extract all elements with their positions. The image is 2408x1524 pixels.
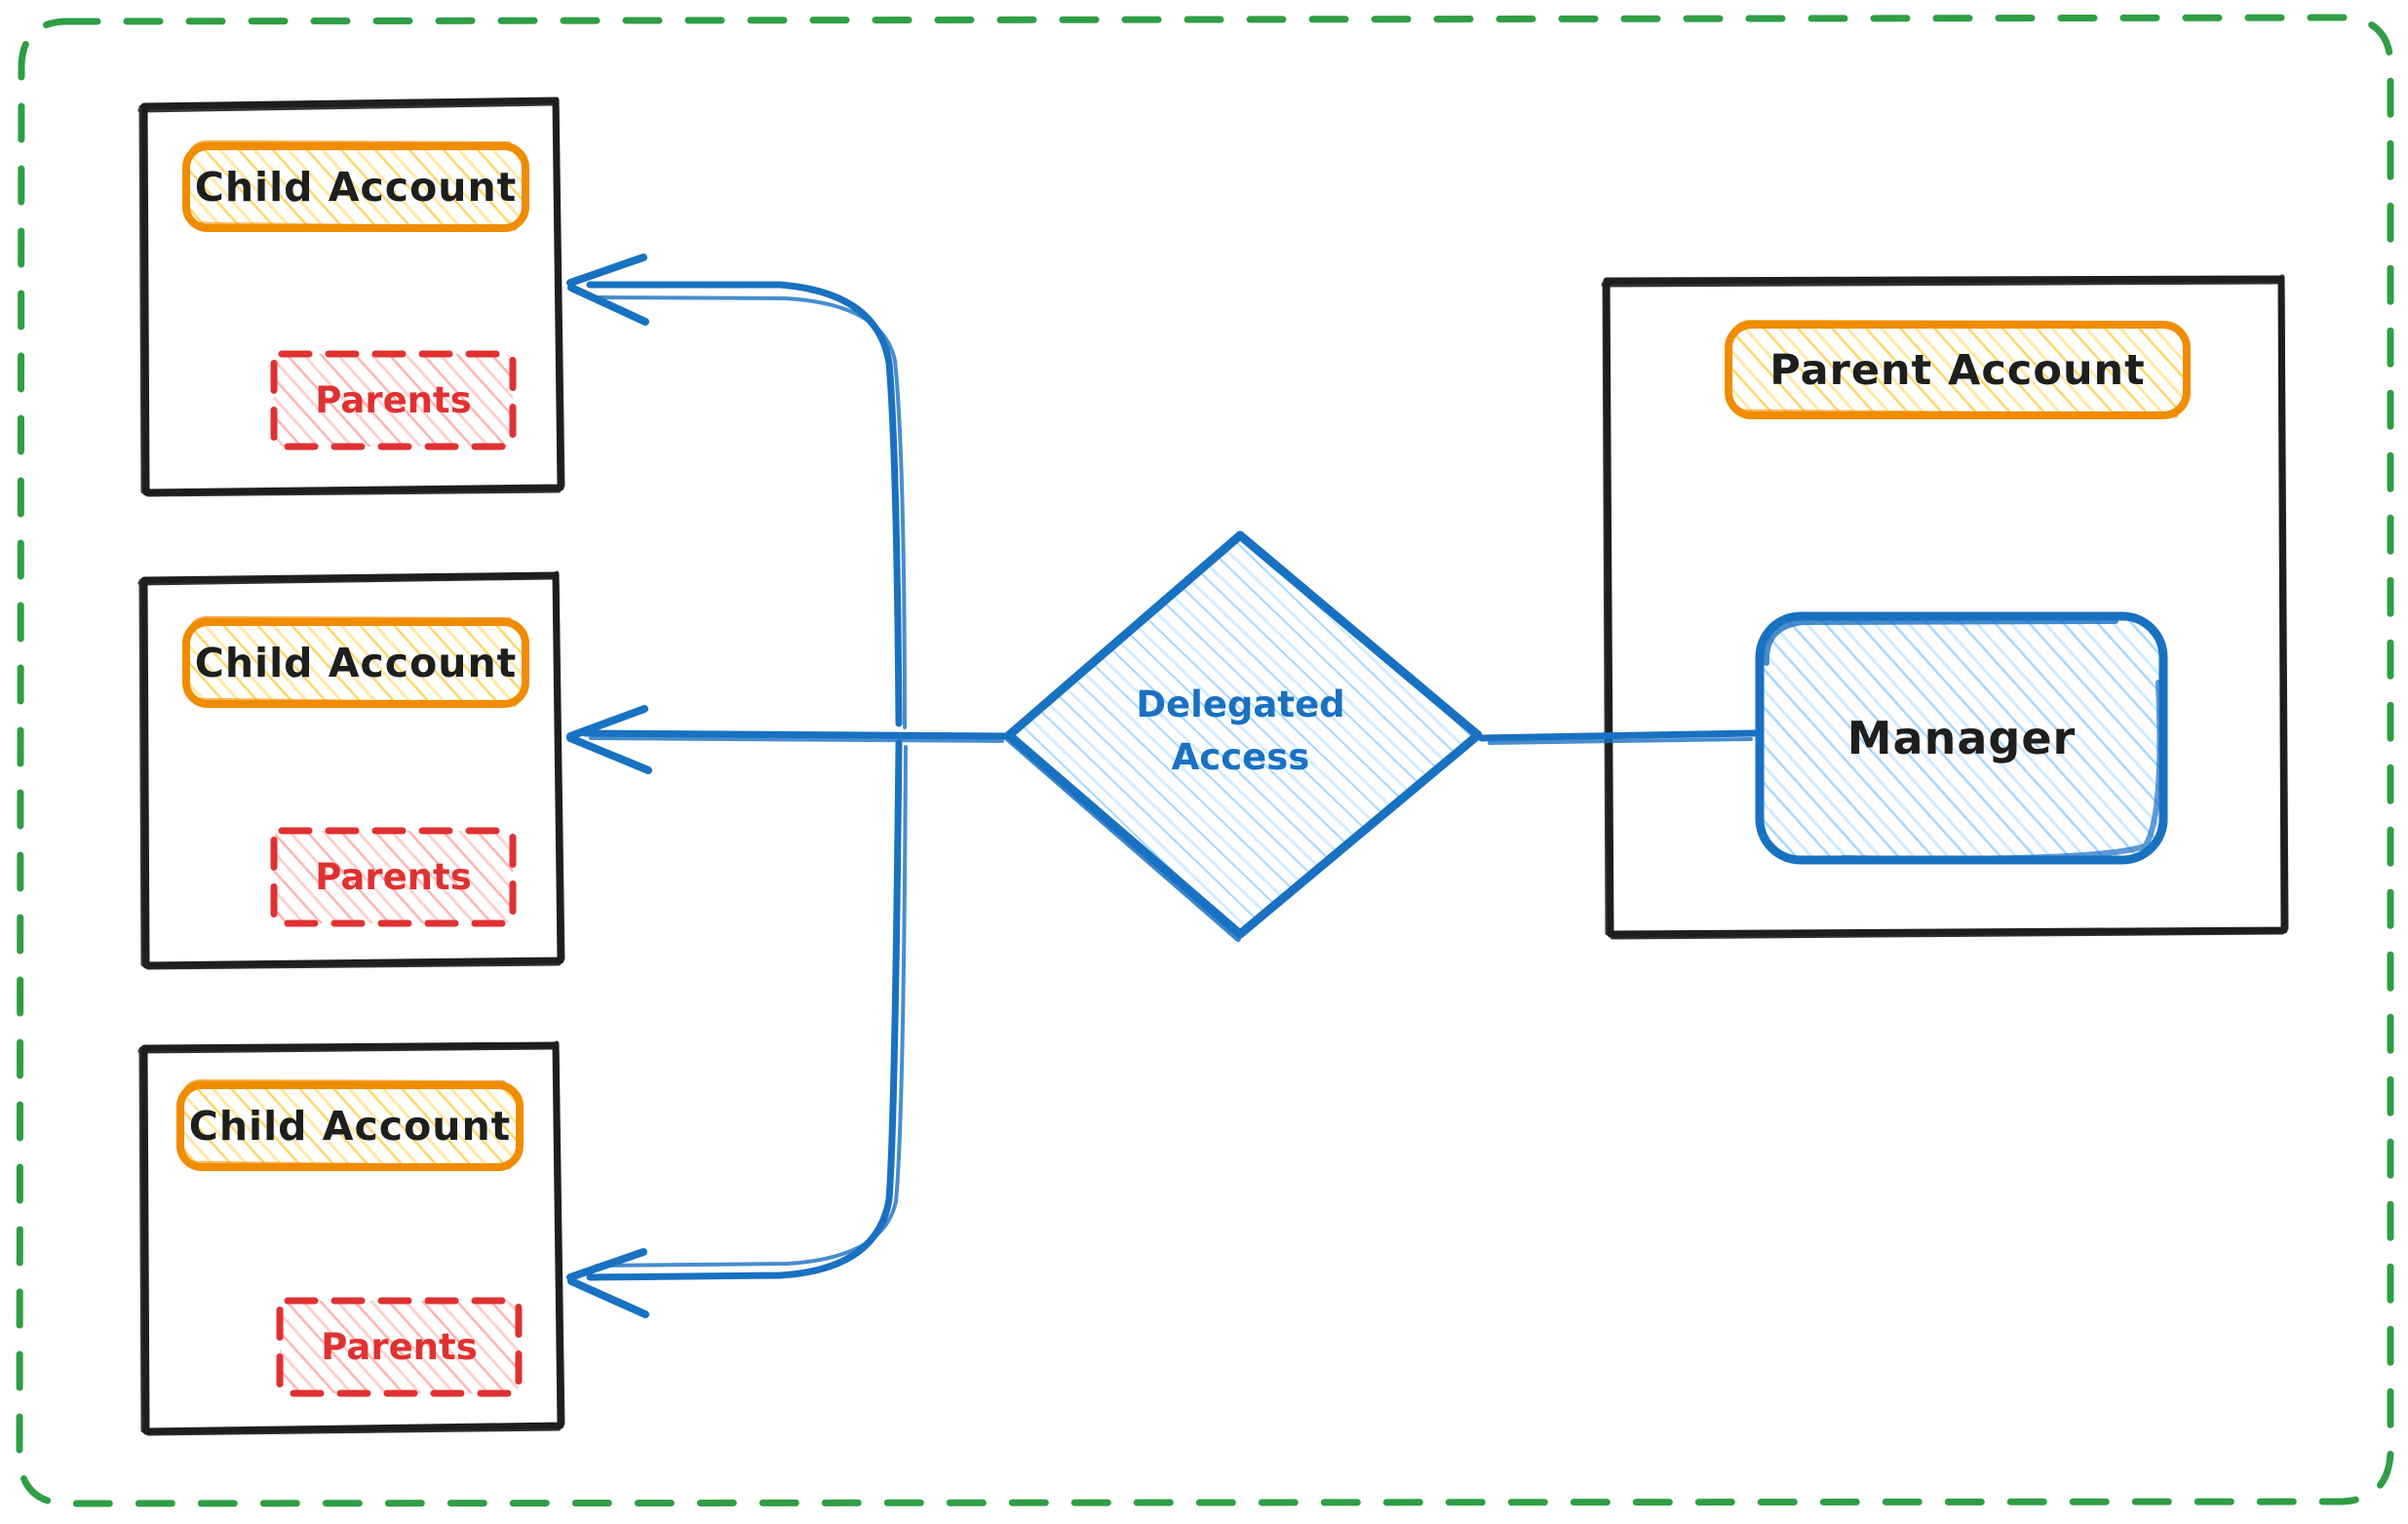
connector-diamond-to-child-2 (566, 705, 1010, 774)
child-account-box-3[interactable] (176, 1078, 524, 1171)
connector-diamond-to-child-3 (566, 739, 908, 1318)
manager-box[interactable] (1755, 611, 2168, 865)
parents-box-3[interactable] (276, 1297, 523, 1397)
connector-manager-to-diamond (1478, 729, 1759, 745)
child-account-box-1[interactable] (182, 139, 529, 232)
child-account-box-2[interactable] (182, 615, 529, 708)
delegated-access-diamond[interactable] (1004, 530, 1484, 942)
outer-boundary (16, 14, 2394, 1507)
parents-box-2[interactable] (270, 827, 517, 927)
connector-diamond-to-child-1 (566, 254, 907, 729)
parent-account-box[interactable] (1725, 319, 2191, 419)
parents-box-1[interactable] (270, 350, 517, 450)
